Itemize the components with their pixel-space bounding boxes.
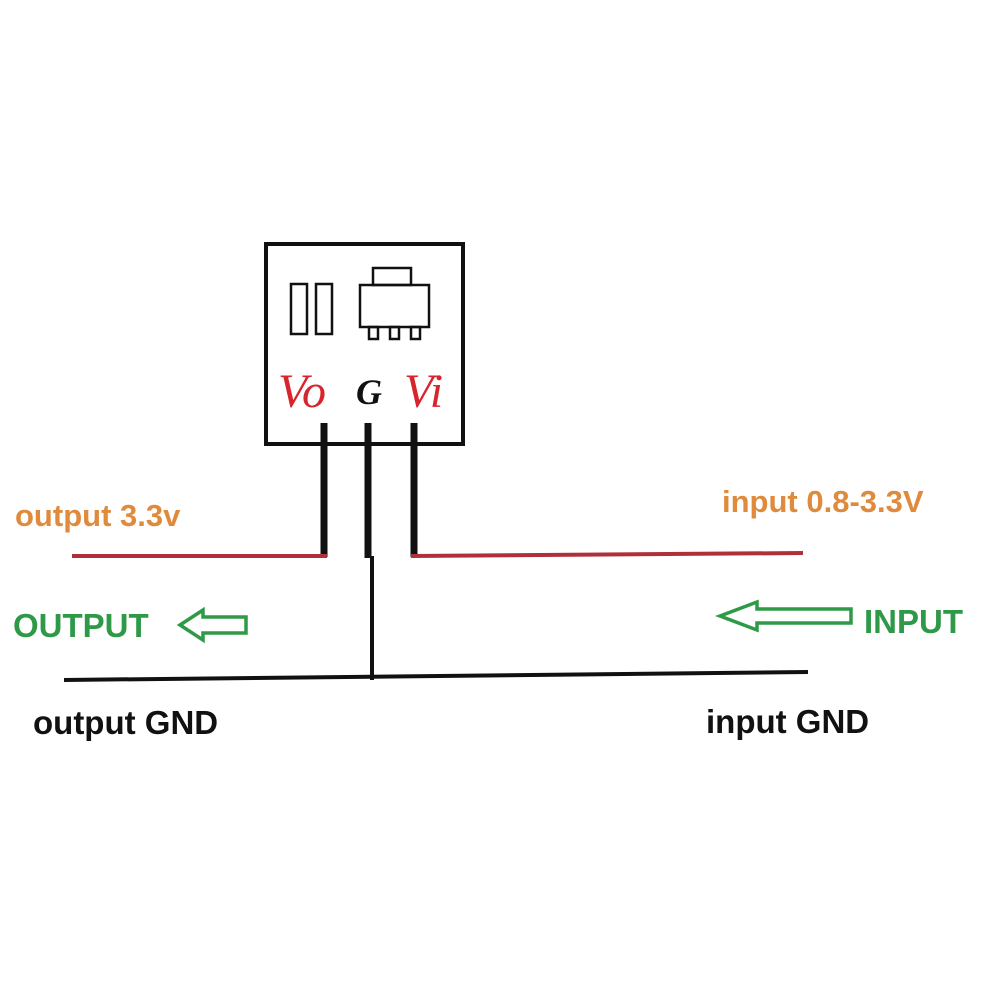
input-direction-label: INPUT <box>864 603 963 640</box>
regulator-module: Vo G Vi <box>264 242 465 558</box>
arrow-left-outline-icon <box>715 599 853 633</box>
input-gnd-label: input GND <box>706 703 869 740</box>
input-voltage-label: input 0.8-3.3V <box>722 484 924 519</box>
output-direction-label: OUTPUT <box>13 607 149 644</box>
output-voltage-label: output 3.3v <box>15 498 181 533</box>
output-gnd-label: output GND <box>33 704 218 741</box>
input-positive-wire <box>410 551 804 558</box>
arrow-left-outline-icon <box>176 606 248 644</box>
ground-wire <box>63 670 809 682</box>
capacitor-icon <box>289 282 334 336</box>
pin-label-vo: Vo <box>278 365 326 418</box>
pin-label-g: G <box>356 372 382 412</box>
module-board-outline <box>264 242 465 446</box>
wires <box>63 551 809 682</box>
pin-label-vi: Vi <box>404 365 443 418</box>
sot223-regulator-icon <box>358 266 431 341</box>
